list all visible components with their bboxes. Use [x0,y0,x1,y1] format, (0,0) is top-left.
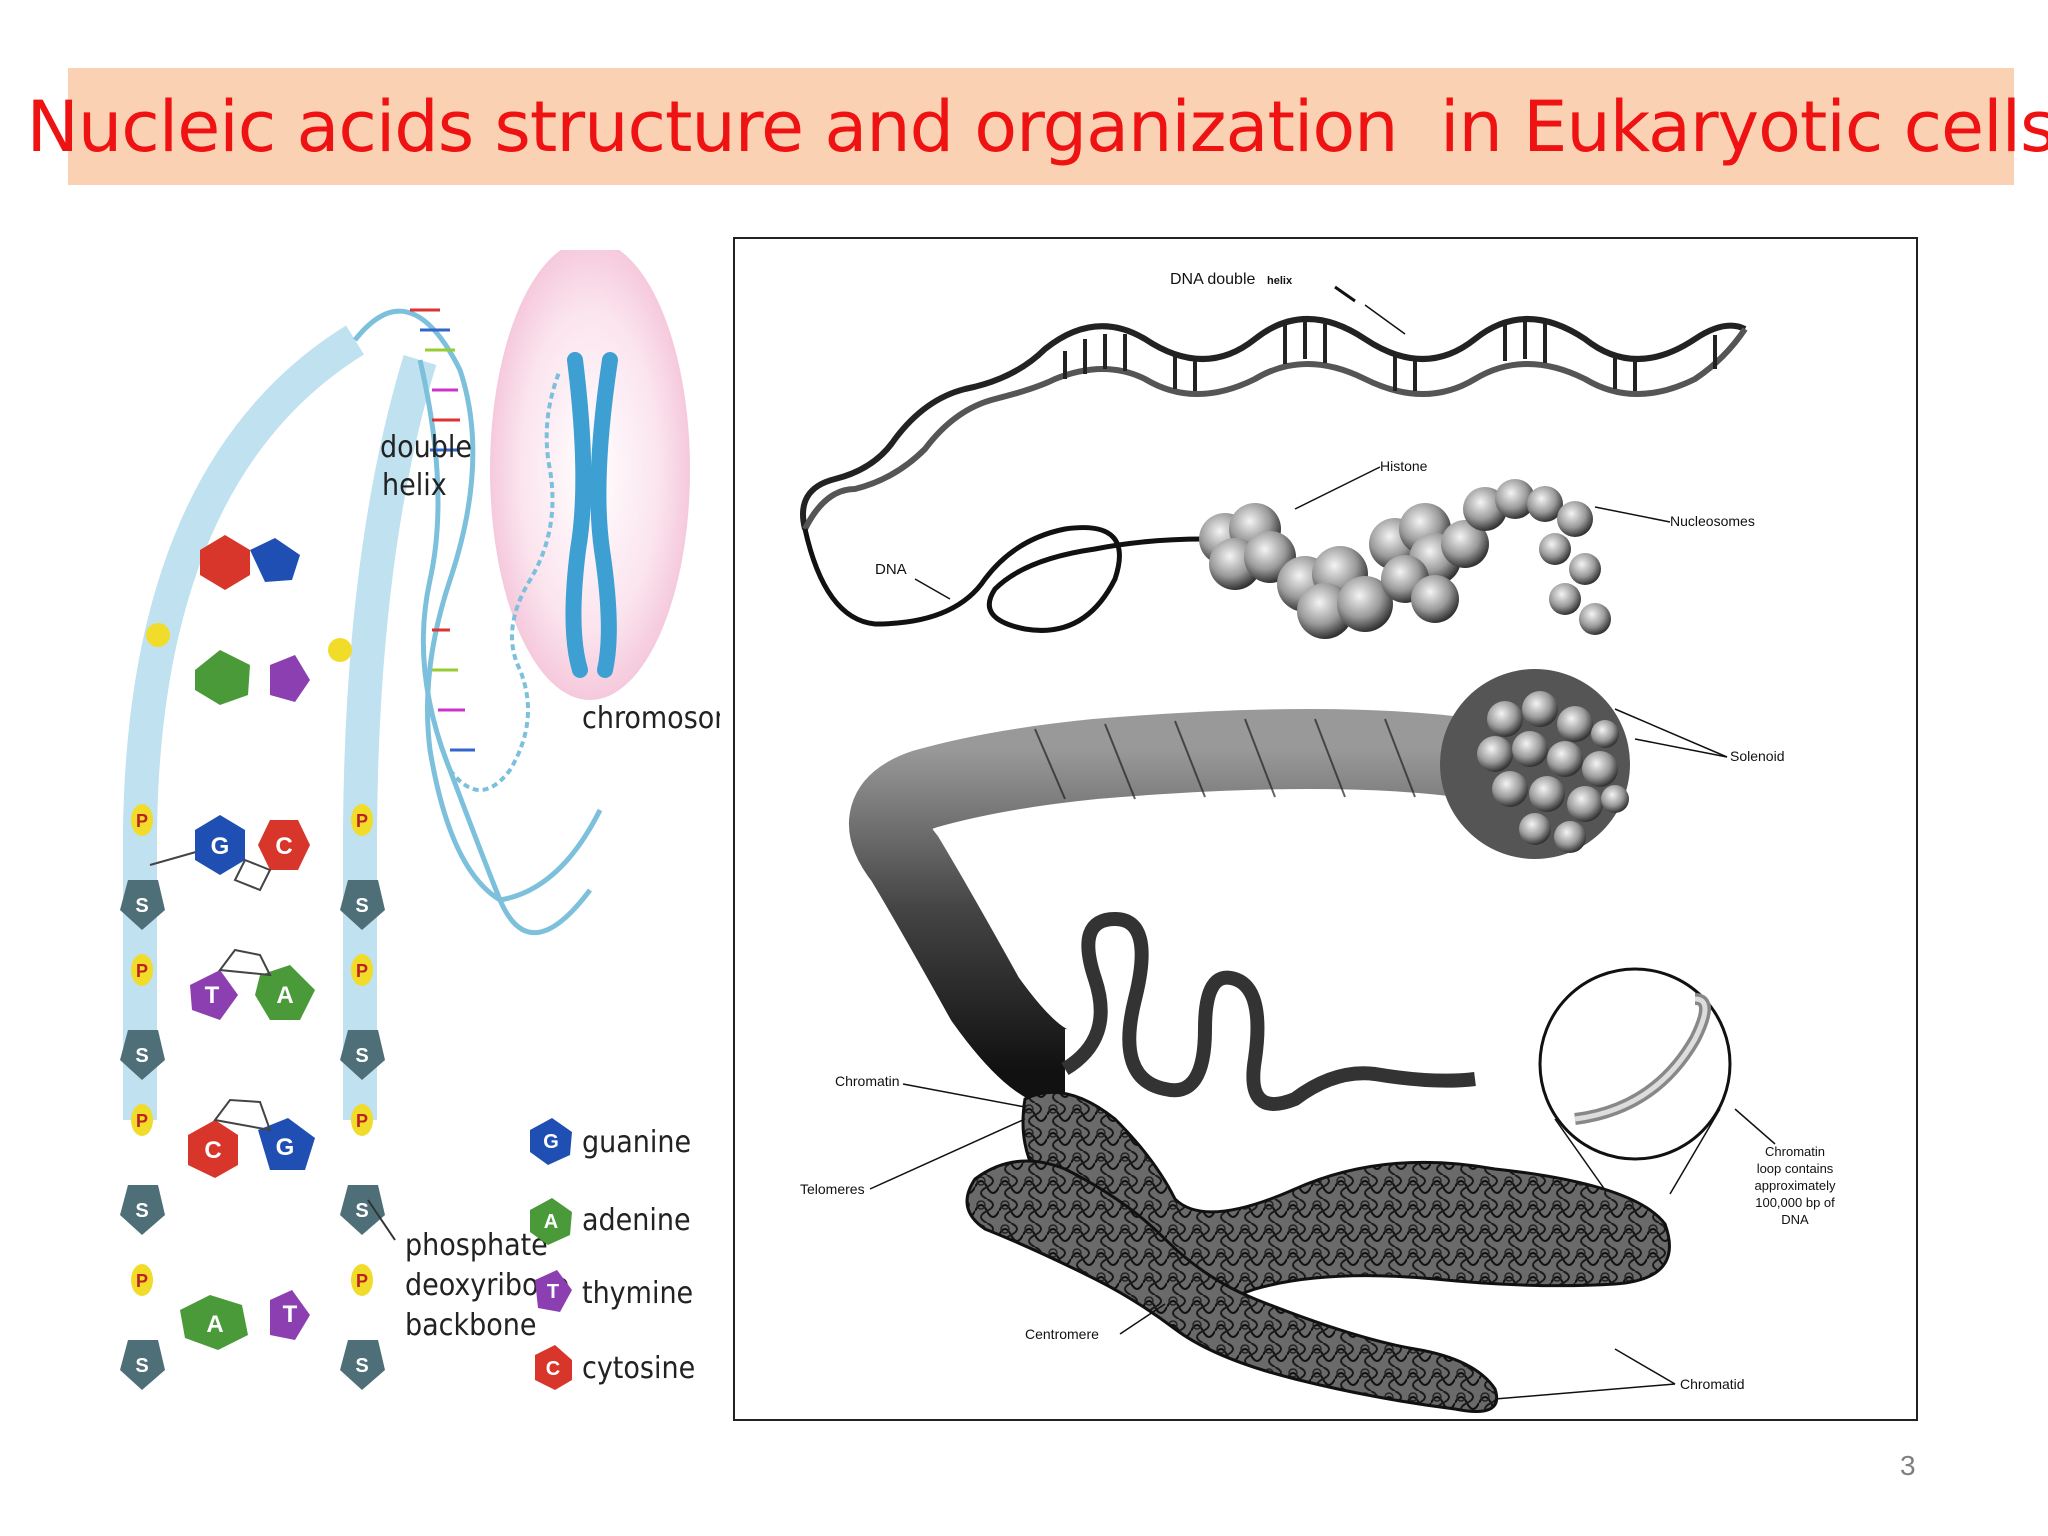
chromatin-loop-fiber [1061,911,1476,1111]
svg-text:A: A [544,1211,558,1233]
chromatin-organization-figure: DNA double helix DNA Histone Nucleosomes [733,237,1918,1421]
nucleosomes [1199,479,1611,639]
rung-base-letter: C [204,1137,221,1164]
dna-structure-illustration: double helix chromosome G C T A [120,250,720,1390]
condensed-chromosome [965,1090,1671,1413]
svg-text:S: S [355,1045,368,1067]
rung-base-letter: G [276,1134,295,1161]
rung-at: A T [180,1290,310,1350]
legend-label: thymine [582,1276,693,1311]
page-number: 3 [1900,1450,1916,1481]
loop-note-line: 100,000 bp of [1755,1195,1835,1210]
sugar-marker: S [340,1030,385,1080]
double-helix-label-line1: double [380,430,472,465]
svg-text:S: S [135,895,148,917]
phosphate-marker: P [351,1104,373,1136]
legend-item-guanine: G guanine [530,1118,691,1165]
base-pair-rungs: G C T A C G A T [149,815,315,1350]
nucleosomes-label: Nucleosomes [1670,513,1755,529]
rung-base-letter: T [205,982,220,1009]
phosphate-marker: P [351,1264,373,1296]
legend-item-cytosine: C cytosine [535,1345,695,1390]
svg-text:P: P [356,1111,368,1131]
histone-label: Histone [1380,458,1428,474]
svg-text:S: S [135,1045,148,1067]
svg-text:P: P [136,1271,148,1291]
dna-double-helix [800,316,1748,531]
slide-title: Nucleic acids structure and organization… [26,85,2048,168]
svg-text:S: S [135,1355,148,1377]
sugar-marker: S [120,880,165,930]
chromatin-loop-magnifier [1538,967,1732,1205]
chromatin-loop-note: Chromatin loop contains approximately 10… [1734,1108,1836,1227]
phosphate-marker: P [131,954,153,986]
chromatin-label: Chromatin [835,1073,900,1089]
dna-double-helix-label-small: helix [1267,275,1293,287]
sugar-marker: S [340,1185,385,1235]
backbone-markers: P S P S P S P S P S P S P S P S [120,804,385,1390]
svg-text:P: P [136,961,148,981]
sugar-marker: S [340,880,385,930]
chromosome-icon [565,352,618,678]
svg-text:P: P [356,1271,368,1291]
chromatid-label: Chromatid [1680,1376,1745,1392]
double-helix-label-line2: helix [382,468,447,503]
top-bases [146,535,352,705]
backbone-leader-line [367,1199,396,1241]
svg-text:G: G [543,1131,559,1153]
rung-cg: C G [188,1098,315,1178]
chromatin-diagram: DNA double helix DNA Histone Nucleosomes [800,271,1836,1413]
legend-item-adenine: A adenine [530,1198,691,1245]
svg-text:P: P [356,811,368,831]
dna-double-helix-label: DNA double [1170,271,1255,288]
phosphate-marker: P [131,1104,153,1136]
title-banner: Nucleic acids structure and organization… [26,68,2048,185]
svg-text:S: S [135,1200,148,1222]
phosphate-marker: P [131,1264,153,1296]
svg-text:S: S [355,895,368,917]
loop-note-line: loop contains [1757,1161,1834,1176]
phosphate-marker: P [351,804,373,836]
loop-note-line: approximately [1755,1178,1836,1193]
legend-label: guanine [582,1125,691,1160]
chromosome-label: chromosome [582,701,720,736]
phosphate-marker: P [131,804,153,836]
svg-text:P: P [136,1111,148,1131]
svg-text:S: S [355,1355,368,1377]
rung-base-letter: G [211,833,230,860]
phosphate-marker: P [351,954,373,986]
backbone-label-line1: phosphate [405,1228,548,1263]
sugar-marker: S [120,1340,165,1390]
svg-text:P: P [136,811,148,831]
rung-base-letter: A [276,982,293,1009]
rung-base-letter: C [275,833,292,860]
rung-gc: G C [149,815,310,892]
centromere-label: Centromere [1025,1326,1099,1342]
svg-text:T: T [547,1281,559,1303]
backbone-label-line3: backbone [405,1308,537,1343]
svg-text:C: C [546,1358,560,1380]
base-legend: G guanine A adenine T thymine C cytosine [530,1118,695,1390]
sugar-marker: S [120,1030,165,1080]
svg-text:S: S [355,1200,368,1222]
telomeres-label: Telomeres [800,1181,865,1197]
solenoid-label: Solenoid [1730,748,1785,764]
svg-text:P: P [356,961,368,981]
loop-note-line: Chromatin [1765,1144,1825,1159]
rung-ta: T A [190,948,315,1020]
legend-label: adenine [582,1203,691,1238]
legend-item-thymine: T thymine [535,1270,693,1312]
sugar-marker: S [340,1340,385,1390]
loop-note-line: DNA [1781,1212,1809,1227]
rung-base-letter: T [283,1301,298,1328]
solenoid-fiber [849,669,1630,1109]
rung-base-letter: A [206,1311,223,1338]
naked-dna-strand [802,525,1206,633]
dna-label: DNA [875,561,907,578]
legend-label: cytosine [582,1351,695,1386]
sugar-marker: S [120,1185,165,1235]
